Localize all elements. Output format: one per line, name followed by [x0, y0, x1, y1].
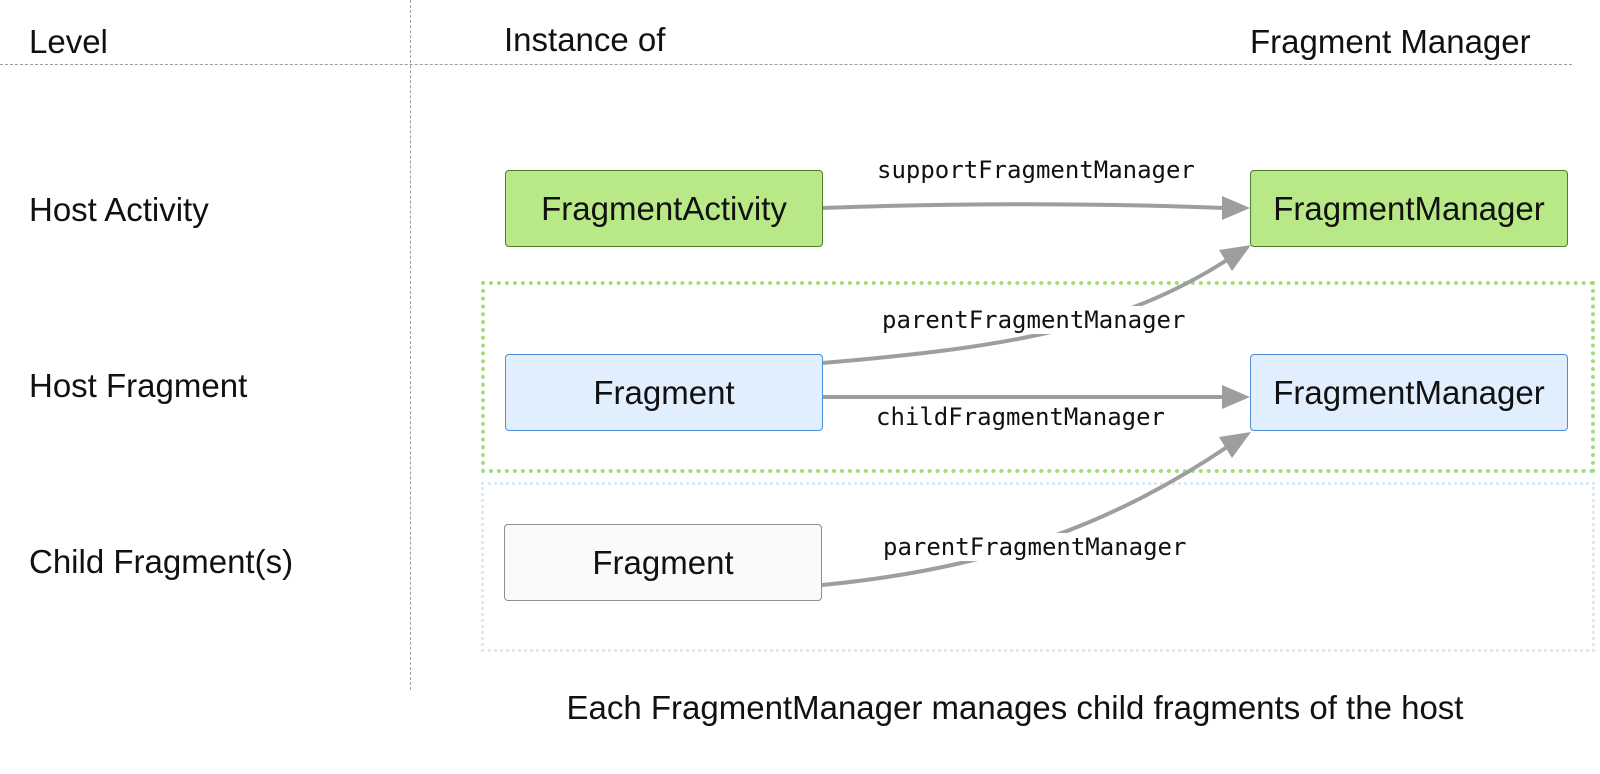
label-support-fragment-manager: supportFragmentManager [874, 156, 1198, 184]
node-activity-fragment-manager: FragmentManager [1250, 170, 1568, 247]
header-level: Level [29, 23, 108, 60]
node-host-fragment-manager: FragmentManager [1250, 354, 1568, 431]
label-child-fragment-manager: childFragmentManager [873, 403, 1168, 431]
level-host-fragment: Host Fragment [29, 367, 248, 404]
level-child-fragments: Child Fragment(s) [29, 543, 294, 580]
node-host-fragment: Fragment [505, 354, 823, 431]
label-parent-fragment-manager-host: parentFragmentManager [879, 306, 1189, 334]
label-parent-fragment-manager-child: parentFragmentManager [880, 533, 1190, 561]
edge-parent-fragment-manager-child [821, 443, 1232, 587]
node-fragment-activity: FragmentActivity [505, 170, 823, 247]
header-fragment-manager: Fragment Manager [1250, 23, 1531, 60]
arrowhead-parent-fragment-manager-host [1219, 245, 1251, 271]
arrowhead-parent-fragment-manager-child [1219, 432, 1251, 458]
child-fragment-group [481, 482, 1595, 652]
node-child-fragment: Fragment [504, 524, 822, 601]
edge-support-fragment-manager [821, 202, 1225, 210]
host-fragment-group [481, 281, 1595, 473]
level-host-activity: Host Activity [29, 191, 209, 228]
column-divider [410, 0, 411, 690]
arrowhead-child-fragment-manager [1222, 385, 1250, 409]
diagram-caption: Each FragmentManager manages child fragm… [566, 689, 1464, 726]
arrowhead-support-fragment-manager [1222, 196, 1250, 220]
header-instance-of: Instance of [504, 21, 666, 58]
header-divider [0, 64, 1572, 65]
